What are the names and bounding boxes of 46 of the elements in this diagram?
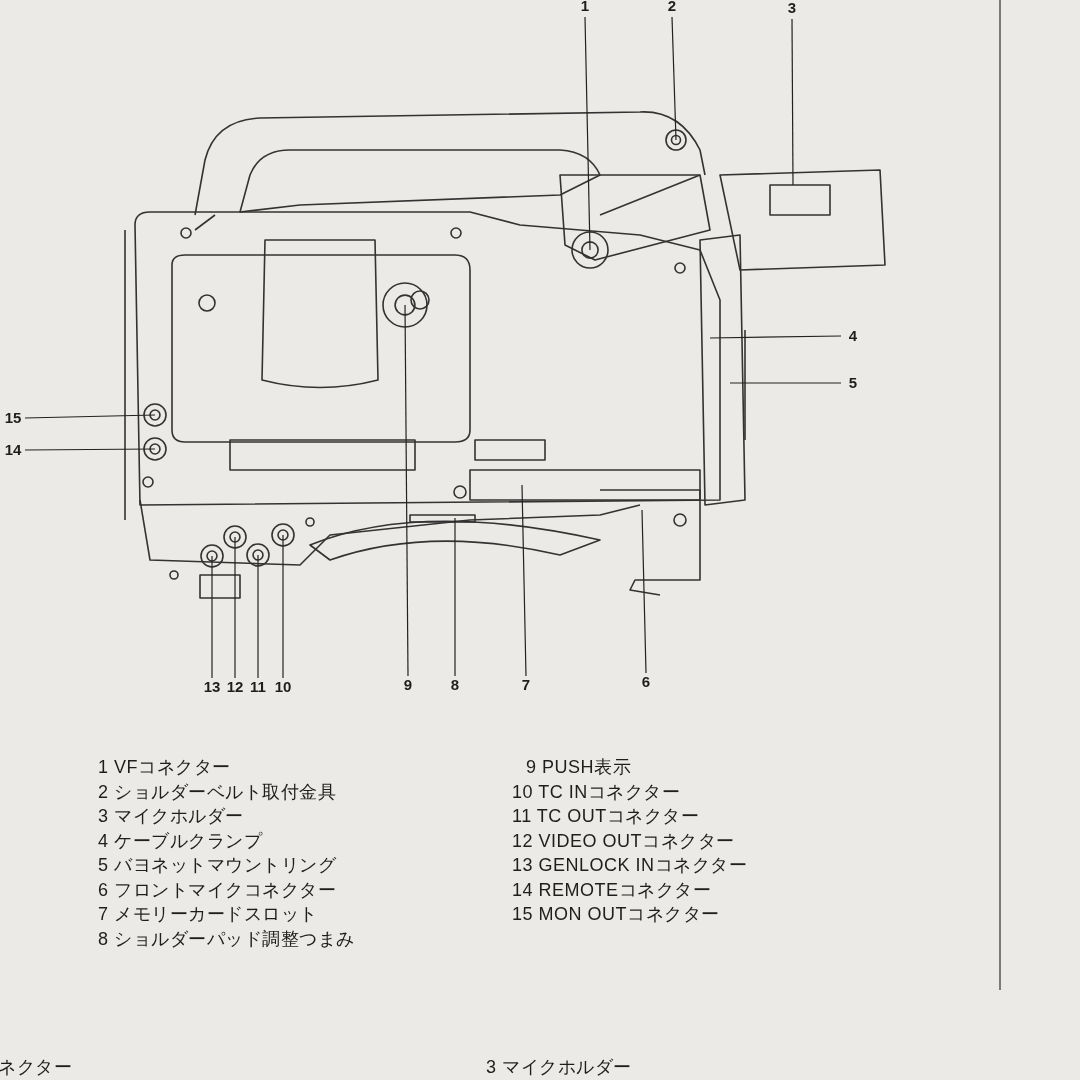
part-list-item: 1 VFコネクター [98,756,231,778]
part-list-item: 13 GENLOCK INコネクター [512,854,748,876]
leader-line [641,509,647,674]
callout-number: 3 [780,0,804,16]
callout-number: 4 [841,328,865,344]
part-list-item: 14 REMOTEコネクター [512,878,712,901]
callout-number: 6 [634,674,658,690]
part-list-item: 8 ショルダーパッド調整つまみ [98,927,355,950]
part-list-item: 7 メモリーカードスロット [98,903,318,925]
leader-line [671,16,677,141]
leader-line [257,554,259,679]
callout-number: 7 [514,677,538,693]
leader-line [454,517,456,677]
callout-number: 11 [246,679,270,695]
callout-number: 14 [1,442,25,458]
callout-number: 15 [1,410,25,426]
part-list-item: 12 VIDEO OUTコネクター [512,829,735,852]
callout-number: 1 [573,0,597,14]
leader-line [282,534,284,679]
part-list-item: 6 フロントマイクコネクター [98,878,336,901]
cut-off-text: 3 マイクホルダー [486,1056,632,1078]
part-list-item: 11 TC OUTコネクター [512,805,700,827]
part-list-item: 4 ケーブルクランプ [98,829,262,852]
leader-line [791,18,794,186]
callout-number: 2 [660,0,684,14]
callout-number: 12 [223,679,247,695]
leader-line [729,382,842,384]
leader-line [24,414,156,419]
part-list-item: 10 TC INコネクター [512,780,681,803]
callout-number: 9 [396,677,420,693]
callout-number: 5 [841,375,865,391]
callout-number: 13 [200,679,224,695]
leader-line [234,536,236,679]
leader-line [404,304,409,677]
part-list-item: 5 バヨネットマウントリング [98,854,336,876]
leader-line [24,448,156,451]
callout-number: 8 [443,677,467,693]
part-list-item: 15 MON OUTコネクター [512,903,720,925]
leader-line [709,335,842,339]
callout-number: 10 [271,679,295,695]
part-list-item: 3 マイクホルダー [98,805,244,827]
leader-line [521,484,527,677]
part-list-item: 2 ショルダーベルト取付金具 [98,780,336,803]
part-list-item: 9 PUSH表示 [526,756,632,778]
leader-line [584,16,591,251]
leader-line [211,555,213,679]
